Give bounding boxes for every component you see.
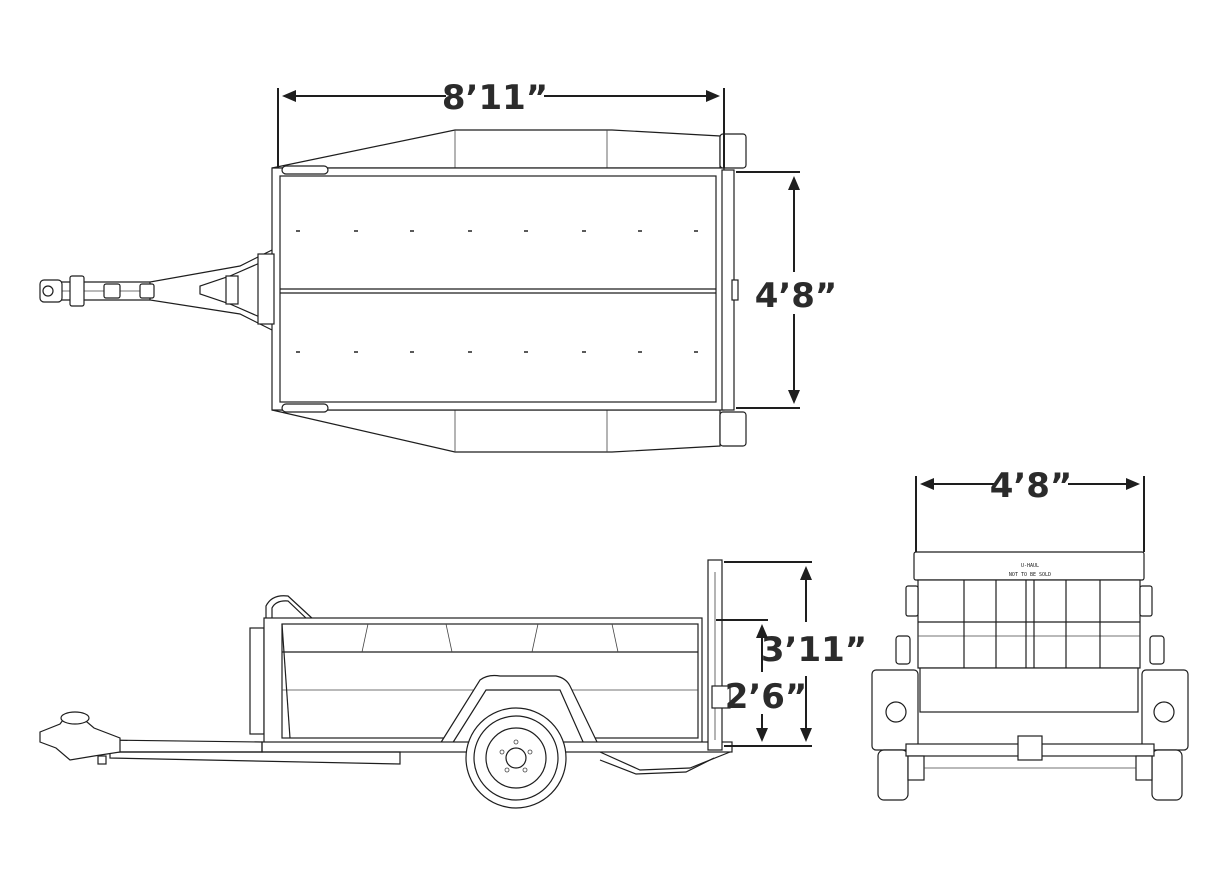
rear-right-tire (1151, 749, 1183, 801)
label-top-length: 8’11” (442, 78, 548, 118)
dimension-side-overall-height: 3’11” (724, 561, 867, 747)
dimension-rear-width: 4’8” (915, 466, 1145, 552)
arrow-down-icon (800, 728, 812, 742)
dimension-top-width: 4’8” (736, 171, 838, 409)
label-rear-width: 4’8” (990, 466, 1073, 506)
label-side-overall-height: 3’11” (761, 630, 867, 670)
arrow-right-icon (706, 90, 720, 102)
dimension-top-length: 8’11” (277, 78, 725, 168)
side-wheel (465, 707, 567, 809)
side-view (39, 559, 733, 809)
rear-left-tire (877, 749, 909, 801)
arrow-down-icon (788, 390, 800, 404)
arrow-up-icon (788, 176, 800, 190)
rear-view: U-HAUL NOT TO BE SOLD (871, 551, 1189, 801)
arrow-up-icon (800, 566, 812, 580)
arrow-right-icon (1126, 478, 1140, 490)
plate-line-1: U-HAUL (1021, 563, 1039, 569)
arrow-left-icon (920, 478, 934, 490)
plate-line-2: NOT TO BE SOLD (1009, 572, 1051, 578)
arrow-up-icon (756, 624, 768, 638)
top-view (39, 129, 747, 453)
label-side-deck-height: 2’6” (725, 677, 808, 717)
arrow-down-icon (756, 728, 768, 742)
arrow-left-icon (282, 90, 296, 102)
label-top-width: 4’8” (755, 276, 838, 316)
dimension-side-deck-height: 2’6” (716, 619, 808, 742)
